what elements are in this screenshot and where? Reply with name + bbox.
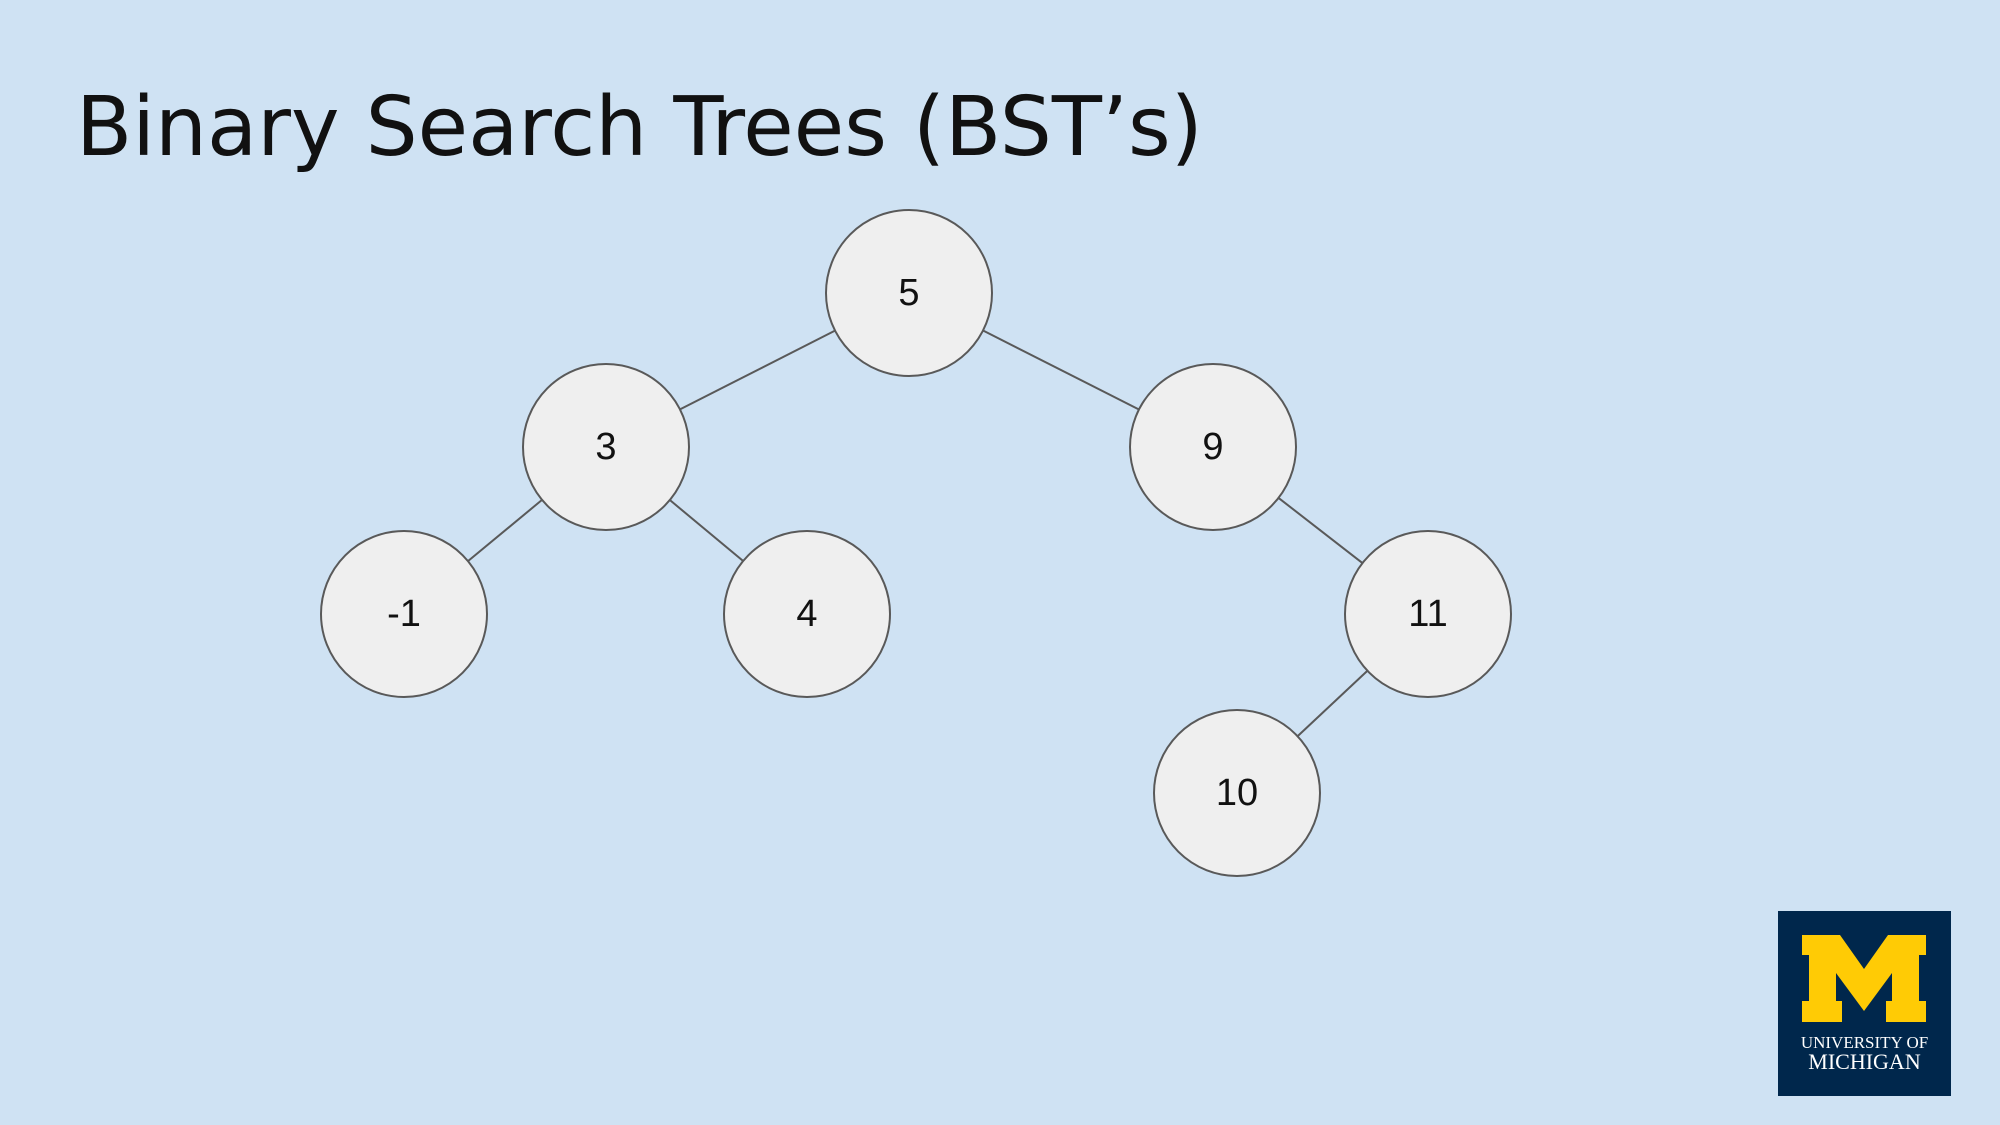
tree-node-circle [723,530,891,698]
logo-line-michigan: MICHIGAN [1808,1049,1921,1074]
tree-node-circle [522,363,690,531]
tree-node: 11 [1344,530,1512,698]
tree-edge [982,329,1140,411]
tree-node-label: 10 [1216,772,1258,814]
block-m-icon [1802,935,1926,1022]
tree-edge [669,499,744,562]
tree-node: 4 [723,530,891,698]
tree-node: 9 [1129,363,1297,531]
tree-node-circle [1129,363,1297,531]
university-of-michigan-logo: UNIVERSITY OF MICHIGAN [1778,911,1951,1096]
tree-node: 5 [825,209,993,377]
tree-node-label: 5 [898,272,919,314]
tree-node-circle [825,209,993,377]
tree-edge [679,329,836,411]
edges-layer [467,329,1369,737]
tree-node-circle [320,530,488,698]
tree-node-circle [1344,530,1512,698]
tree-node-label: 4 [796,593,817,635]
tree-node-label: 9 [1202,426,1223,468]
nodes-layer: 5 3 9 -1 4 11 10 [320,209,1512,877]
tree-node-label: 3 [595,426,616,468]
tree-node: 3 [522,363,690,531]
tree-edge [1296,670,1369,737]
slide-title: Binary Search Trees (BST’s) [76,80,1203,175]
tree-node-label: 11 [1408,593,1447,635]
tree-edge [1277,497,1364,564]
tree-node-circle [1153,709,1321,877]
tree-node: 10 [1153,709,1321,877]
tree-node-label: -1 [387,593,421,635]
tree-node: -1 [320,530,488,698]
tree-edge [467,499,543,562]
logo-line-university-of: UNIVERSITY OF [1801,1033,1928,1052]
